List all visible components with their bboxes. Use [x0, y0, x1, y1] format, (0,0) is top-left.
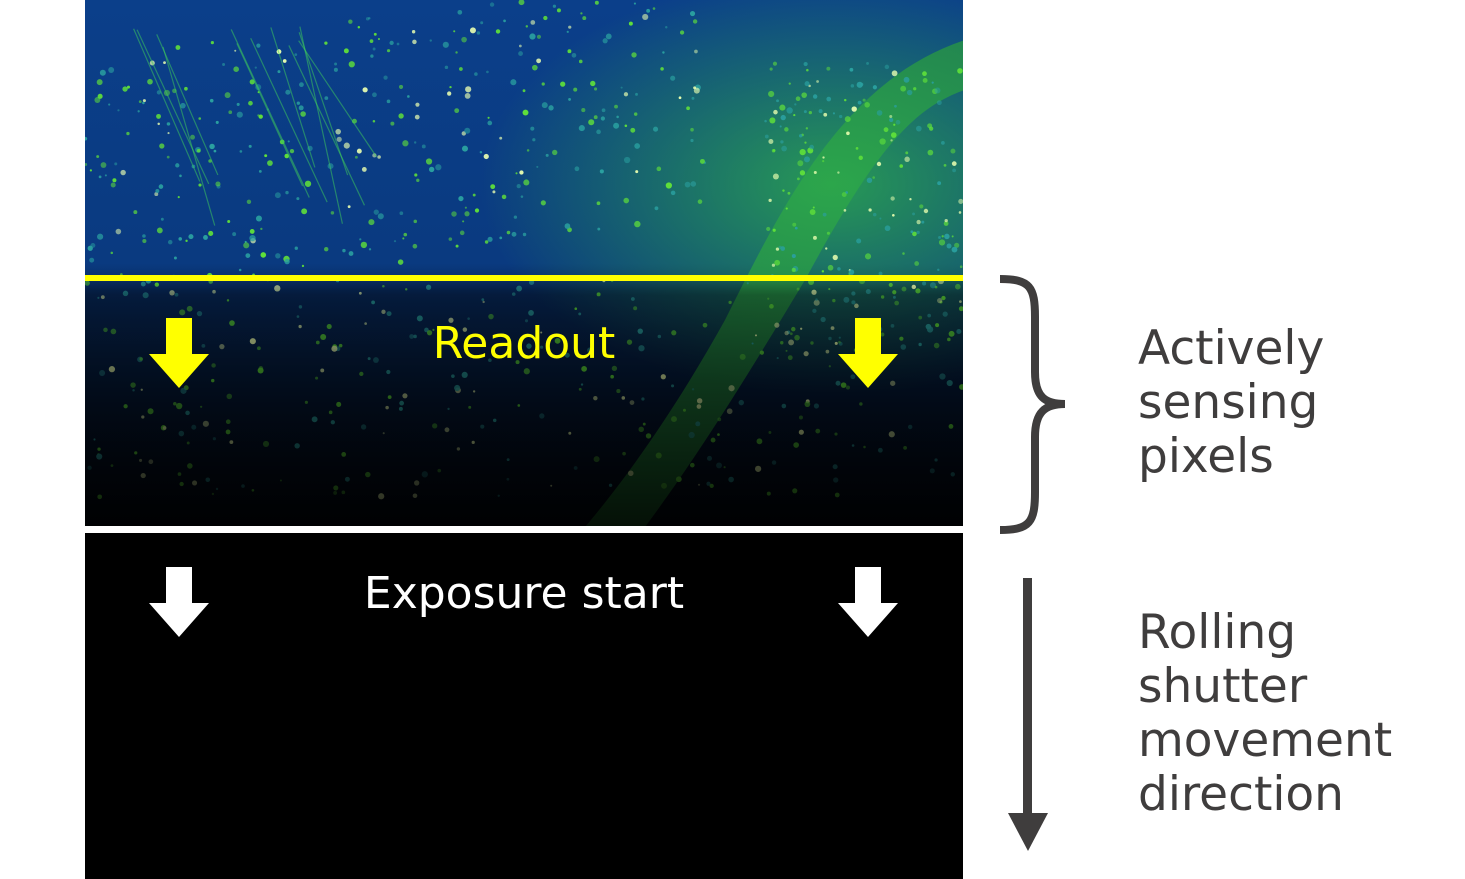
- microscopy-image: [85, 0, 963, 527]
- microscopy-image-panel: Readout Exposure start: [85, 0, 963, 879]
- label-line: sensing: [1138, 375, 1319, 430]
- label-line: movement: [1138, 713, 1393, 768]
- readout-arrow-down-icon: [838, 318, 898, 388]
- readout-line: [85, 275, 963, 281]
- label-line: shutter: [1138, 659, 1308, 714]
- exposure-arrow-down-icon: [838, 567, 898, 637]
- label-line: direction: [1138, 767, 1344, 822]
- curly-brace-icon: [999, 275, 1066, 534]
- exposure-start-line: [85, 526, 963, 533]
- rolling-shutter-direction-label: Rolling shutter movement direction: [1138, 606, 1392, 822]
- readout-label: Readout: [432, 318, 616, 369]
- label-line: Rolling: [1138, 605, 1297, 660]
- exposure-start-label: Exposure start: [363, 568, 685, 619]
- actively-sensing-pixels-label: Actively sensing pixels: [1138, 322, 1324, 484]
- rolling-direction-arrow-icon: [1008, 578, 1048, 851]
- label-line: Actively: [1138, 321, 1325, 376]
- exposure-arrow-down-icon: [149, 567, 209, 637]
- readout-arrow-down-icon: [149, 318, 209, 388]
- label-line: pixels: [1138, 429, 1274, 484]
